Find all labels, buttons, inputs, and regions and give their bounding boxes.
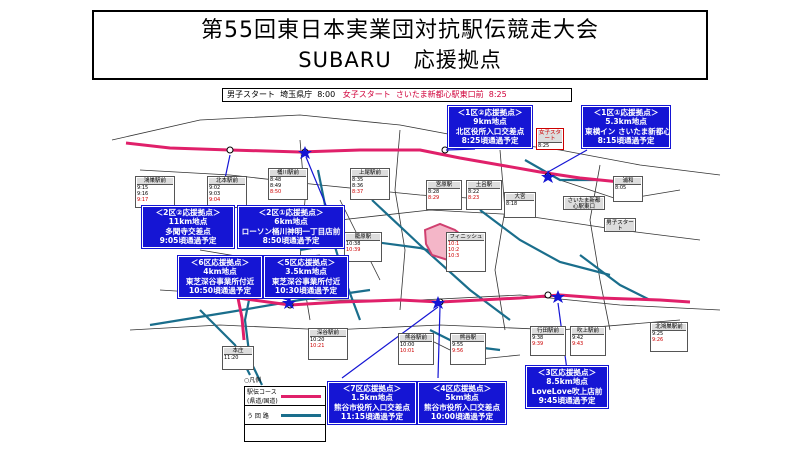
start-info-bar: 男子スタート 埼玉県庁 8:00 女子スタート さいたま新都心駅東口前 8:25 — [222, 88, 572, 102]
women-start-place: さいたま新都心駅東口前 — [395, 90, 484, 99]
men-start-time: 8:00 — [317, 90, 336, 99]
detour-swatch — [281, 413, 321, 417]
legend-detour: う 回 路 — [245, 406, 325, 425]
men-start-place: 埼玉県庁 — [280, 90, 313, 99]
race-course — [125, 141, 691, 341]
page-subtitle: SUBARU 応援拠点 — [298, 48, 502, 72]
legend-marker: ○凡例 — [244, 377, 262, 384]
men-start-label: 男子スタート — [227, 90, 275, 99]
station-table: さいたま新都心駅東口 — [563, 196, 605, 210]
legend-course: 駅伝コース(県道/国道) — [245, 387, 325, 406]
course-swatch — [281, 394, 321, 398]
women-start-time: 8:25 — [488, 90, 507, 99]
women-start-label: 女子スタート — [342, 90, 391, 99]
men-start-box: 男子スタート — [604, 218, 636, 232]
page-title: 第55回東日本実業団対抗駅伝競走大会 — [201, 18, 599, 43]
cheer-point-markers — [282, 146, 565, 309]
legend: 駅伝コース(県道/国道) う 回 路 — [244, 386, 326, 442]
title-box: 第55回東日本実業団対抗駅伝競走大会 SUBARU 応援拠点 — [92, 10, 708, 80]
